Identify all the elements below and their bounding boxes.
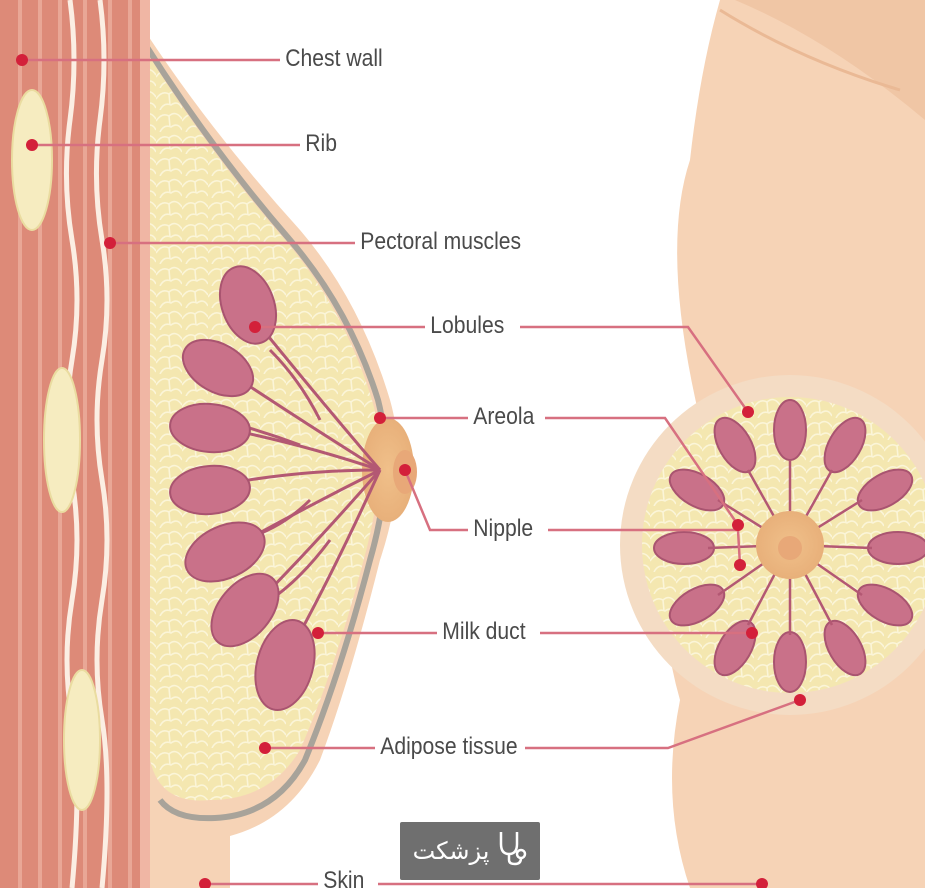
label-areola: Areola	[468, 402, 540, 432]
watermark: پزشکت	[400, 822, 540, 880]
front-nipple	[778, 536, 802, 560]
label-rib: Rib	[300, 129, 342, 159]
watermark-text: پزشکت	[413, 837, 490, 865]
label-milk-duct: Milk duct	[437, 617, 531, 647]
label-lobules: Lobules	[425, 311, 510, 341]
stethoscope-icon	[493, 830, 527, 872]
label-adipose-tissue: Adipose tissue	[375, 732, 523, 762]
label-nipple: Nipple	[468, 514, 538, 544]
rib-2	[44, 368, 80, 512]
rib-1	[12, 90, 52, 230]
label-pectoral-muscles: Pectoral muscles	[355, 227, 526, 257]
rib-3	[64, 670, 100, 810]
label-skin: Skin	[318, 866, 370, 888]
label-chest-wall: Chest wall	[280, 44, 388, 74]
